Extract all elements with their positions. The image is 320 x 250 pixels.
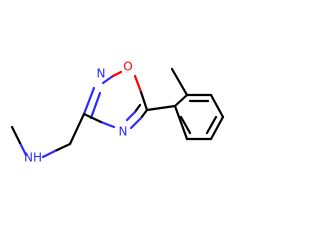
bond-o1-c5-c-segment	[139, 90, 149, 112]
benzene-double-2	[205, 115, 218, 135]
bond-n4-c3-n-segment	[99, 120, 116, 129]
bond-c3-ch2	[68, 112, 86, 146]
atom-label-n-ring-top: N	[97, 67, 106, 81]
bond-c5-n4-n-segment	[129, 116, 143, 130]
bond-c3-n2	[82, 86, 96, 116]
bond-n2-o1-o-segment	[111, 70, 123, 78]
bond-c3-n2-double	[89, 91, 102, 120]
bond-aryl-methyl	[170, 67, 189, 97]
molecule-structure-diagram: N O N NH	[10, 60, 225, 165]
bond-c5-n4-double-n-segment	[125, 110, 137, 122]
bond-ch2-nh	[41, 149, 57, 159]
bond-nh-ch3-c-segment	[10, 125, 22, 145]
bond-o1-c5-o-segment	[133, 74, 143, 94]
benzene-bond-4	[209, 115, 225, 141]
bond-n2-o1-n-segment	[101, 74, 115, 85]
benzene-bond-6	[173, 104, 189, 141]
bond-n4-c3-c-segment	[82, 112, 103, 124]
atom-label-o-ring: O	[123, 60, 132, 74]
bond-c5-aryl	[145, 104, 177, 112]
bond-ch2-ch2	[53, 142, 72, 153]
benzene-bond-1	[173, 93, 189, 108]
atom-label-n-ring-bottom: N	[119, 125, 128, 139]
bond-c5-n4-c-segment	[139, 108, 149, 120]
benzene-bond-3	[209, 93, 225, 119]
bond-c5-n4-double-c-segment	[133, 103, 142, 114]
benzene-double-3	[179, 115, 192, 135]
bond-nh-ch3-n-segment	[18, 141, 28, 157]
atom-label-nh-amine: NH	[24, 151, 42, 165]
